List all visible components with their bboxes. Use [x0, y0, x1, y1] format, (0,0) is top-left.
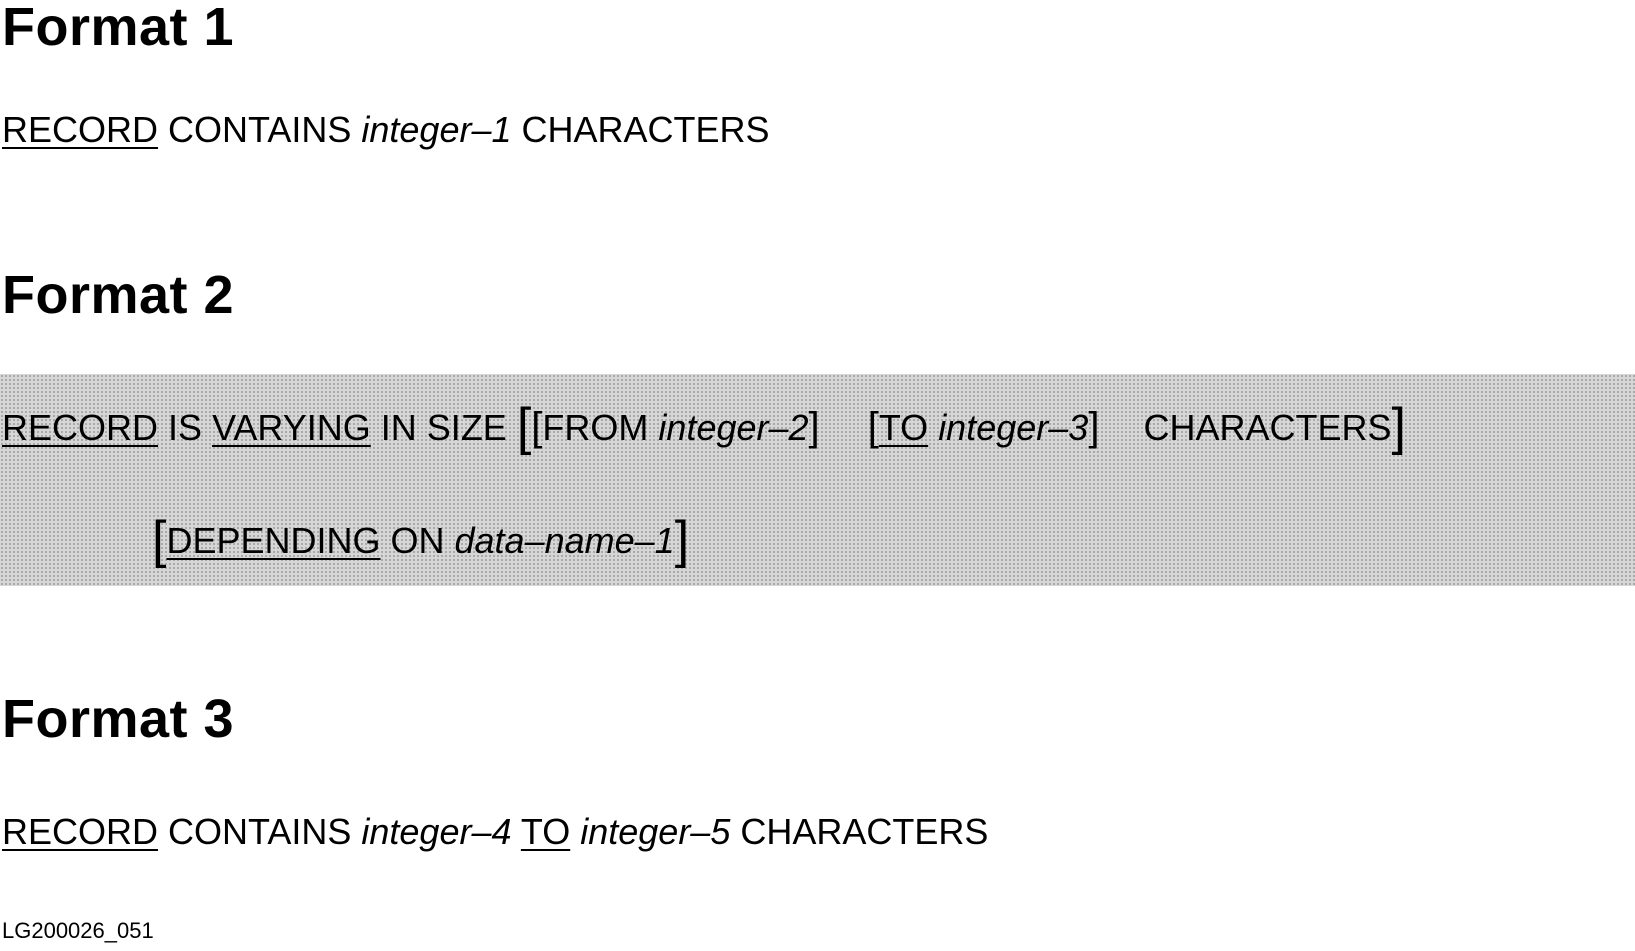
- keyword-to: TO: [520, 811, 571, 852]
- bracket-close-from: ]: [808, 405, 820, 449]
- var-integer-2: integer–2: [658, 407, 809, 448]
- format-2-syntax-line-1: RECORD IS VARYING IN SIZE [[FROM integer…: [2, 397, 1406, 453]
- var-integer-5: integer–5: [580, 811, 731, 852]
- format-1-syntax: RECORD CONTAINS integer–1 CHARACTERS: [2, 112, 770, 148]
- bracket-close-depending: ]: [674, 511, 690, 569]
- keyword-record: RECORD: [2, 407, 159, 448]
- var-integer-4: integer–4: [361, 811, 512, 852]
- var-integer-3: integer–3: [938, 407, 1089, 448]
- keyword-in-size: IN SIZE: [380, 407, 507, 448]
- format-2-syntax-line-2: [DEPENDING ON data–name–1]: [152, 510, 689, 566]
- shaded-region: [0, 374, 1635, 586]
- keyword-varying: VARYING: [212, 407, 371, 448]
- keyword-characters: CHARACTERS: [521, 109, 770, 150]
- keyword-to: TO: [878, 407, 929, 448]
- keyword-depending: DEPENDING: [166, 520, 381, 561]
- keyword-contains: CONTAINS: [168, 811, 352, 852]
- format-1-heading: Format 1: [2, 0, 235, 57]
- keyword-characters: CHARACTERS: [1143, 407, 1392, 448]
- bracket-close-to: ]: [1088, 405, 1100, 449]
- bracket-open-to: [: [867, 405, 879, 449]
- bracket-close-outer: ]: [1391, 398, 1406, 456]
- keyword-characters: CHARACTERS: [740, 811, 989, 852]
- format-3-heading: Format 3: [2, 689, 235, 749]
- var-integer-1: integer–1: [361, 109, 512, 150]
- figure-id-caption: LG200026_051: [2, 918, 154, 943]
- keyword-contains: CONTAINS: [168, 109, 352, 150]
- bracket-open-from: [: [531, 405, 543, 449]
- format-3-syntax: RECORD CONTAINS integer–4 TO integer–5 C…: [2, 814, 988, 850]
- bracket-open-depending: [: [152, 511, 167, 569]
- keyword-record: RECORD: [2, 811, 159, 852]
- keyword-from: FROM: [542, 407, 649, 448]
- format-2-heading: Format 2: [2, 265, 235, 325]
- keyword-record: RECORD: [2, 109, 159, 150]
- var-data-name-1: data–name–1: [454, 520, 675, 561]
- keyword-is: IS: [168, 407, 203, 448]
- keyword-on: ON: [390, 520, 445, 561]
- bracket-open-outer: [: [516, 398, 532, 456]
